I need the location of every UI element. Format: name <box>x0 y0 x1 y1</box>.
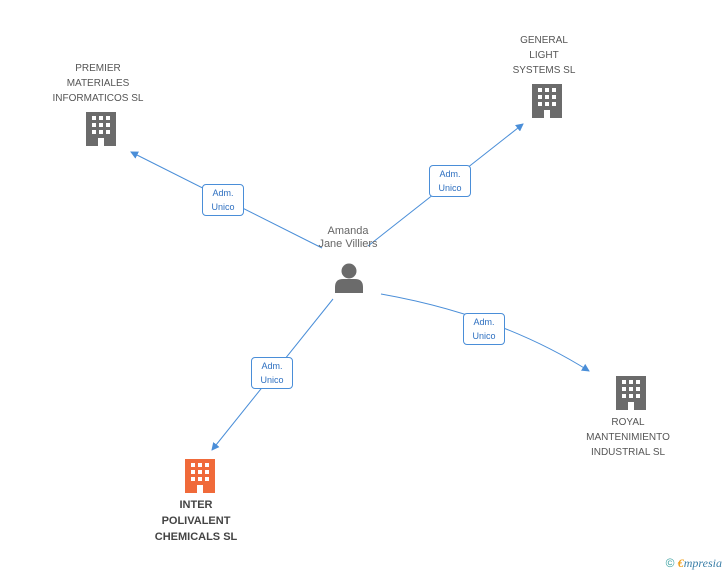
company-name-line: GENERAL <box>520 35 568 46</box>
building-icon <box>616 376 646 410</box>
company-name-line: PREMIER <box>75 63 121 74</box>
building-icon <box>86 112 116 146</box>
relation-badge-premier[interactable]: Adm. Unico <box>202 184 244 216</box>
copyright-symbol: © <box>665 556 675 570</box>
company-name-line: ROYAL <box>611 417 645 428</box>
company-name-line: MATERIALES <box>66 78 130 89</box>
relation-role: Unico <box>438 183 462 193</box>
relation-role: Adm. <box>473 317 495 327</box>
relation-role: Unico <box>472 331 496 341</box>
footer-brand[interactable]: © €mpresia <box>666 556 722 571</box>
company-name-line: CHEMICALS SL <box>154 531 238 543</box>
company-name-line: SYSTEMS SL <box>512 65 576 76</box>
company-name-line: POLIVALENT <box>161 515 231 527</box>
brand-logo-initial: € <box>677 556 684 570</box>
relation-role: Adm. <box>212 188 234 198</box>
company-name-line: LIGHT <box>529 50 559 61</box>
person-icon <box>335 263 363 293</box>
company-name-line: INDUSTRIAL SL <box>590 447 666 458</box>
company-name-line: INFORMATICOS SL <box>52 93 144 104</box>
company-name-line: INTER <box>179 499 213 511</box>
relation-role: Unico <box>260 375 284 385</box>
relation-badge-royal[interactable]: Adm. Unico <box>463 313 505 345</box>
relation-role: Adm. <box>261 361 283 371</box>
relation-badge-general[interactable]: Adm. Unico <box>429 165 471 197</box>
brand-logo: €mpresia <box>678 556 722 570</box>
company-label-premier[interactable]: PREMIER MATERIALES INFORMATICOS SL <box>38 61 158 106</box>
company-label-inter[interactable]: INTER POLIVALENT CHEMICALS SL <box>136 497 256 545</box>
relation-badge-inter[interactable]: Adm. Unico <box>251 357 293 389</box>
company-label-royal[interactable]: ROYAL MANTENIMIENTO INDUSTRIAL SL <box>568 415 688 460</box>
relation-role: Adm. <box>439 169 461 179</box>
brand-logo-text: mpresia <box>683 556 722 570</box>
company-name-line: MANTENIMIENTO <box>586 432 670 443</box>
building-icon <box>532 84 562 118</box>
person-name[interactable]: Amanda Jane Villiers <box>298 225 398 251</box>
company-label-general[interactable]: GENERAL LIGHT SYSTEMS SL <box>484 33 604 78</box>
building-icon <box>185 459 215 493</box>
person-name-line: Jane Villiers <box>318 238 378 250</box>
person-name-line: Amanda <box>327 225 369 237</box>
relation-role: Unico <box>211 202 235 212</box>
